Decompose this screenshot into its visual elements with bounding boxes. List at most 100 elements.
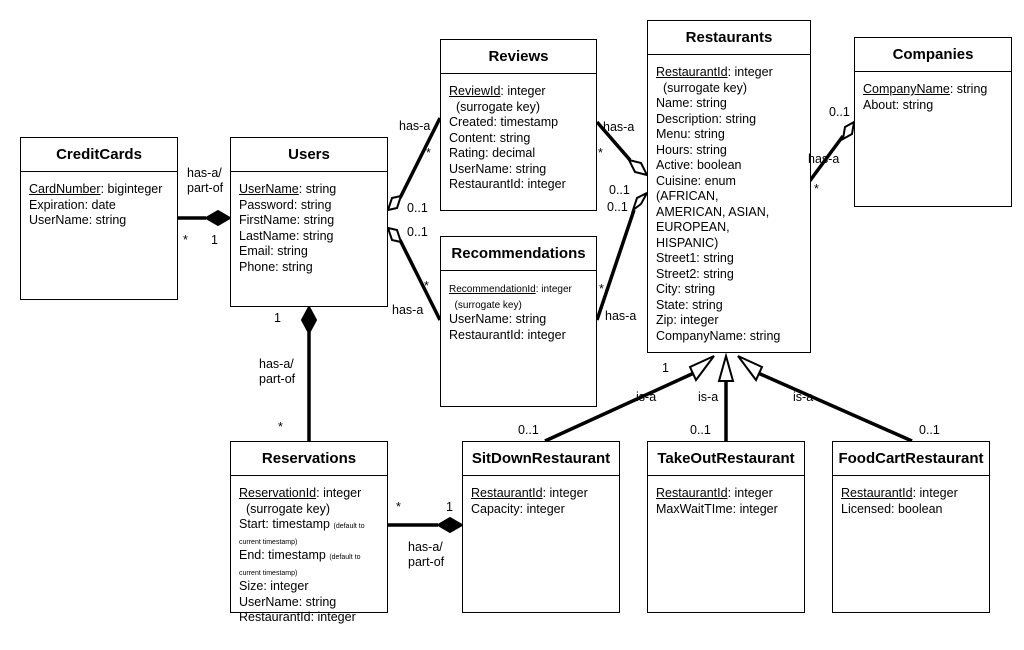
attribute-text: EUROPEAN,	[656, 220, 730, 234]
attribute-text: Cuisine: enum	[656, 173, 736, 188]
attribute-text: Street1: string	[656, 251, 734, 265]
label-rev-rest-rel: has-a	[603, 120, 635, 134]
attribute: UserName: string	[449, 312, 588, 328]
attribute: Email: string	[239, 244, 379, 260]
attribute-text: (surrogate key)	[449, 299, 522, 311]
entity-title: FoodCartRestaurant	[833, 442, 989, 476]
attribute: RestaurantId: integer	[239, 610, 379, 626]
attribute: RestaurantId: integer	[449, 177, 588, 193]
primary-key: RestaurantId	[656, 65, 728, 79]
attribute-text: UserName: string	[449, 312, 547, 326]
aggregation-diamond-icon	[627, 158, 649, 177]
attribute-text: : integer	[912, 486, 958, 500]
attribute-text: : string	[949, 82, 988, 96]
label-comp-rel: has-a	[808, 152, 840, 166]
attribute-text: : integer	[316, 486, 362, 500]
attribute: Description: string	[656, 112, 802, 128]
label-users-reviews-rel: has-a	[399, 119, 431, 133]
attribute: RestaurantId: integer	[841, 486, 981, 502]
attribute-text: FirstName: string	[239, 213, 335, 227]
attribute: Expiration: date	[29, 198, 169, 214]
primary-key: CardNumber	[29, 182, 101, 196]
label-isa-takeout: is-a	[698, 390, 719, 404]
attribute-text: : biginteger	[100, 182, 163, 196]
label-takeout-mult: 0..1	[690, 423, 711, 437]
restaurants-companies-line	[804, 134, 845, 188]
attribute-text: About: string	[863, 97, 934, 112]
label-users-cc-mult: 1	[211, 233, 218, 247]
label-sitdown-mult: 0..1	[518, 423, 539, 437]
label-rec-rest-rel: has-a	[605, 309, 637, 323]
attribute: UserName: string	[29, 213, 169, 229]
generalization-arrow-icon	[688, 355, 715, 382]
attribute: Name: string	[656, 96, 802, 112]
attribute-text: Email: string	[239, 244, 308, 258]
label-isa-foodcart: is-a	[793, 390, 814, 404]
attribute: RestaurantId: integer	[471, 486, 611, 502]
attribute: Size: integer	[239, 579, 379, 595]
attribute: UserName: string	[239, 182, 379, 198]
label-res-sit-many: *	[396, 500, 401, 514]
attribute-text: LastName: string	[239, 228, 334, 243]
attribute: Licensed: boolean	[841, 502, 981, 518]
attribute: Password: string	[239, 198, 379, 214]
attribute: AMERICAN, ASIAN,	[656, 205, 802, 221]
attribute-text: Phone: string	[239, 259, 313, 274]
entity-title: Companies	[855, 38, 1011, 72]
attribute: Cuisine: enum	[656, 174, 802, 190]
attribute-text: Capacity: integer	[471, 501, 565, 516]
attribute-text: Street2: string	[656, 266, 734, 281]
attribute: Capacity: integer	[471, 502, 611, 518]
attribute-text: RestaurantId: integer	[449, 177, 566, 191]
attribute: Phone: string	[239, 260, 379, 276]
attribute: Zip: integer	[656, 313, 802, 329]
label-users-rec-rel: has-a	[392, 303, 424, 317]
composition-diamond-icon	[300, 304, 318, 336]
aggregation-diamond-icon	[386, 194, 403, 212]
attribute-text: : integer	[535, 284, 572, 295]
attribute-text: UserName: string	[449, 161, 547, 176]
attribute: (surrogate key)	[449, 100, 588, 116]
sitdown-generalization-line	[544, 371, 695, 443]
attribute-text: Content: string	[449, 130, 531, 145]
foodcart-generalization-line	[757, 371, 913, 443]
attribute-list: RecommendationId: integer (surrogate key…	[441, 271, 596, 343]
label-users-rec-one: 0..1	[407, 225, 428, 239]
attribute-text: MaxWaitTIme: integer	[656, 501, 778, 516]
label-cc-mult: *	[183, 233, 188, 247]
attribute: UserName: string	[239, 595, 379, 611]
label-res-sit-rel: has-a/ part-of	[408, 540, 445, 569]
attribute-text: End: timestamp	[239, 548, 326, 562]
label-users-rec-many: *	[424, 279, 429, 293]
attribute-text: Password: string	[239, 197, 332, 212]
attribute-list: ReviewId: integer (surrogate key)Created…	[441, 74, 596, 193]
primary-key: CompanyName	[863, 82, 950, 96]
attribute: (surrogate key)	[239, 502, 379, 518]
entity-title: SitDownRestaurant	[463, 442, 619, 476]
primary-key: ReservationId	[239, 486, 317, 500]
attribute-text: CompanyName: string	[656, 328, 781, 343]
label-rev-rest-one: 0..1	[609, 183, 630, 197]
attribute: End: timestamp (default to current times…	[239, 548, 379, 579]
attribute-list: ReservationId: integer (surrogate key)St…	[231, 476, 387, 626]
attribute: RestaurantId: integer	[656, 65, 802, 81]
aggregation-diamond-icon	[631, 190, 650, 213]
primary-key: UserName	[239, 182, 299, 196]
attribute-text: : integer	[500, 84, 546, 98]
label-cc-users-rel: has-a/ part-of	[187, 166, 224, 195]
aggregation-diamond-icon	[841, 120, 856, 141]
composition-diamond-icon	[436, 516, 464, 534]
